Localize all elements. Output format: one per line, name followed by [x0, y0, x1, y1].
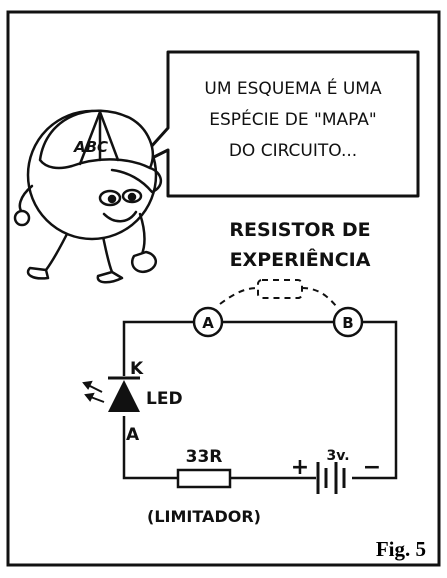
terminal-a: A	[192, 306, 224, 338]
terminal-b: B	[332, 306, 364, 338]
limiter-resistor	[176, 468, 232, 489]
experimental-resistor	[219, 279, 337, 307]
resistor-note: (LIMITADOR)	[147, 507, 261, 526]
battery-plus: +	[291, 455, 309, 480]
battery-symbol	[316, 462, 346, 494]
speech-line-3: DO CIRCUITO...	[229, 141, 357, 161]
cap-letters: ABC	[73, 138, 108, 156]
battery-minus: −	[363, 455, 381, 480]
led-symbol	[82, 376, 140, 412]
led-anode-label: A	[126, 425, 140, 445]
figure-label: Fig. 5	[376, 537, 426, 561]
speech-bubble: UM ESQUEMA É UMA ESPÉCIE DE "MAPA" DO CI…	[130, 50, 420, 198]
terminal-a-label: A	[202, 314, 214, 332]
speech-line-2: ESPÉCIE DE "MAPA"	[209, 108, 377, 130]
led-cathode-label: K	[130, 359, 144, 379]
speech-line-1: UM ESQUEMA É UMA	[204, 77, 382, 99]
circuit-wires	[122, 320, 398, 480]
terminal-b-label: B	[342, 314, 353, 332]
led-label: LED	[146, 389, 183, 409]
resistor-label-line-1: RESISTOR DE	[229, 219, 370, 241]
battery-voltage: 3v.	[326, 448, 349, 464]
mascot-character	[13, 109, 162, 284]
resistor-label-line-2: EXPERIÊNCIA	[230, 248, 371, 271]
resistor-value: 33R	[186, 447, 223, 467]
light-emission-icon	[82, 380, 105, 403]
